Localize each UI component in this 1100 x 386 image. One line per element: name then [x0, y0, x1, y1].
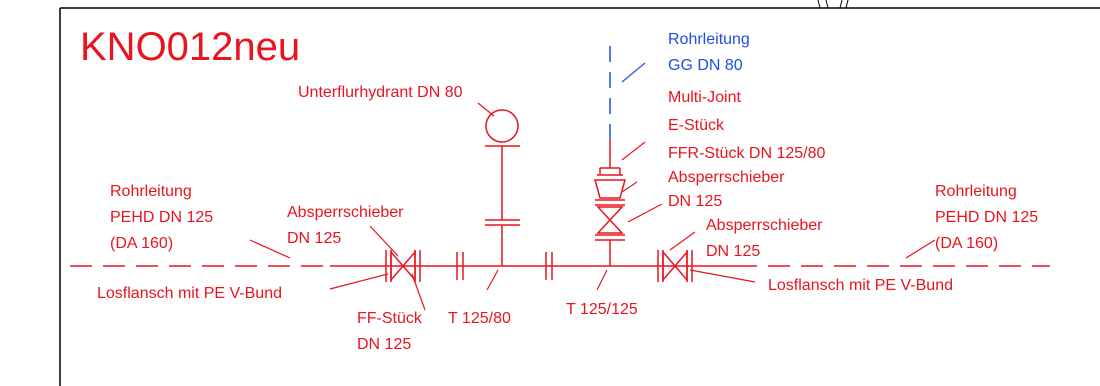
label-t-125-80: T 125/80 — [448, 310, 511, 327]
label-rohrleitung-left-1: Rohrleitung — [110, 183, 192, 200]
label-rohrleitung-left-2: PEHD DN 125 — [110, 209, 213, 226]
label-rohrleitung-right-1: Rohrleitung — [935, 183, 1017, 200]
drawing-title: KNO012neu — [80, 25, 300, 69]
label-multijoint-1: Multi-Joint — [668, 89, 741, 106]
label-rohrleitung-gg-1: Rohrleitung — [668, 31, 750, 48]
label-ff-stueck-1: FF-Stück — [357, 310, 423, 327]
label-absperrschieber-left-2: DN 125 — [287, 230, 341, 247]
leader-lines — [249, 102, 936, 311]
label-rohrleitung-right-3: (DA 160) — [935, 235, 998, 252]
hydrant-symbol — [485, 109, 519, 143]
label-absperrschieber-left-1: Absperrschieber — [287, 204, 404, 221]
valve-left-symbol — [385, 249, 421, 283]
label-rohrleitung-right-2: PEHD DN 125 — [935, 209, 1038, 226]
label-losflansch-left: Losflansch mit PE V-Bund — [97, 285, 282, 302]
labels: Rohrleitung GG DN 80 Unterflurhydrant DN… — [97, 31, 1038, 353]
label-unterflurhydrant: Unterflurhydrant DN 80 — [298, 84, 463, 101]
label-t-125-125: T 125/125 — [566, 301, 638, 318]
label-losflansch-right: Losflansch mit PE V-Bund — [768, 277, 953, 294]
label-ff-stueck-2: DN 125 — [357, 336, 411, 353]
drawing-frame — [59, 0, 1100, 386]
leader-line-gg — [621, 62, 646, 83]
label-absperrschieber-right-1: Absperrschieber — [706, 217, 823, 234]
vertical-branch — [594, 140, 626, 266]
label-rohrleitung-left-3: (DA 160) — [110, 235, 173, 252]
label-absperrschieber-top-2: DN 125 — [668, 193, 722, 210]
ffr-reducer-symbol — [594, 179, 626, 199]
label-rohrleitung-gg-2: GG DN 80 — [668, 57, 743, 74]
label-ffr-stueck: FFR-Stück DN 125/80 — [668, 145, 825, 162]
valve-right-symbol — [657, 249, 693, 283]
flange-joints — [456, 252, 553, 280]
hydrant-branch — [485, 109, 520, 266]
label-absperrschieber-right-2: DN 125 — [706, 243, 760, 260]
label-multijoint-2: E-Stück — [668, 117, 725, 134]
label-absperrschieber-top-1: Absperrschieber — [668, 169, 785, 186]
